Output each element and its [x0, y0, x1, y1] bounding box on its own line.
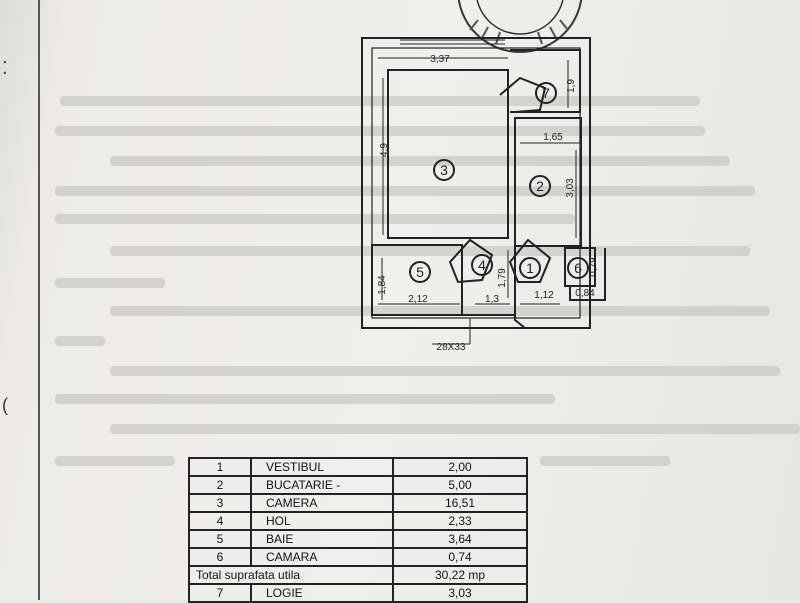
total-value: 30,22 mp	[392, 565, 528, 585]
room-name: BUCATARIE -	[250, 475, 394, 495]
dimension-label: 1,12	[534, 290, 554, 301]
table-row: 4 HOL 2,33	[188, 511, 528, 531]
dimension-label: 1,84	[377, 275, 388, 295]
row-number: 1	[188, 457, 252, 477]
room-area: 2,00	[392, 457, 528, 477]
faded-text-line	[55, 336, 105, 346]
row-number: 6	[188, 547, 252, 567]
dimension-label: 0,79	[588, 257, 599, 277]
room-name: BAIE	[250, 529, 394, 549]
table-row: 2 BUCATARIE - 5,00	[188, 475, 528, 495]
faded-text-line	[110, 156, 730, 166]
faded-text-line	[55, 278, 165, 288]
dimension-label: 4,9	[379, 143, 390, 157]
room-number-circle	[433, 159, 455, 181]
room-name: HOL	[250, 511, 394, 531]
room-area: 3,03	[392, 583, 528, 603]
room-number-circle	[529, 175, 551, 197]
room-number-4: 4	[478, 257, 486, 273]
faded-text-line	[110, 424, 800, 434]
row-number: 7	[188, 583, 252, 603]
room-number-7: 7	[542, 85, 550, 101]
faded-text-line	[110, 306, 770, 316]
area-table: 1 VESTIBUL 2,00 2 BUCATARIE - 5,00 3 CAM…	[188, 457, 528, 603]
room-camara-wall	[564, 247, 596, 287]
faded-text-line	[55, 126, 705, 136]
edge-mark: ⁚	[2, 58, 8, 78]
table-row: 6 CAMARA 0,74	[188, 547, 528, 567]
faded-text-line	[55, 214, 575, 224]
dimension-label: 2,12	[408, 294, 428, 305]
room-number-circle	[471, 254, 493, 276]
room-number-circle	[535, 82, 557, 104]
room-number-circle	[567, 257, 589, 279]
dimension-label: 3,03	[565, 178, 576, 198]
row-number: 3	[188, 493, 252, 513]
faded-text-line	[55, 394, 555, 404]
plot-label: 28X33	[437, 342, 466, 353]
room-name: CAMERA	[250, 493, 394, 513]
dimension-label: 1,65	[543, 132, 563, 143]
room-name: LOGIE	[250, 583, 394, 603]
dimension-label: 0,84	[575, 288, 595, 299]
room-area: 16,51	[392, 493, 528, 513]
room-number-3: 3	[440, 162, 448, 178]
row-number: 2	[188, 475, 252, 495]
dimension-label: 1,3	[485, 294, 499, 305]
outer-wall	[361, 37, 591, 329]
table-row: 3 CAMERA 16,51	[188, 493, 528, 513]
room-number-circle	[409, 261, 431, 283]
room-bucatarie-wall	[514, 117, 582, 247]
table-row: 1 VESTIBUL 2,00	[188, 457, 528, 477]
faded-text-line	[55, 456, 175, 466]
room-name: CAMARA	[250, 547, 394, 567]
room-area: 5,00	[392, 475, 528, 495]
row-number: 4	[188, 511, 252, 531]
room-area: 3,64	[392, 529, 528, 549]
row-number: 5	[188, 529, 252, 549]
dimension-label: 3,37	[430, 54, 450, 65]
edge-mark: (	[2, 395, 8, 415]
room-number-1: 1	[526, 260, 534, 276]
room-number-circle	[519, 257, 541, 279]
room-camera-wall	[387, 69, 509, 239]
faded-text-line	[110, 246, 750, 256]
faded-text-line	[540, 456, 670, 466]
room-number-2: 2	[536, 178, 544, 194]
total-label: Total suprafata utila	[188, 565, 394, 585]
room-number-6: 6	[574, 260, 582, 276]
table-row: 7 LOGIE 3,03	[188, 583, 528, 603]
room-area: 2,33	[392, 511, 528, 531]
faded-text-line	[60, 96, 700, 106]
dimension-label: 1,79	[497, 268, 508, 288]
faded-text-line	[110, 366, 780, 376]
table-row: 5 BAIE 3,64	[188, 529, 528, 549]
faded-text-line	[55, 186, 755, 196]
total-row: Total suprafata utila 30,22 mp	[188, 565, 528, 585]
page-fold-line	[38, 0, 40, 600]
room-number-5: 5	[416, 264, 424, 280]
room-area: 0,74	[392, 547, 528, 567]
room-name: VESTIBUL	[250, 457, 394, 477]
dimension-label: 1,9	[566, 79, 577, 93]
